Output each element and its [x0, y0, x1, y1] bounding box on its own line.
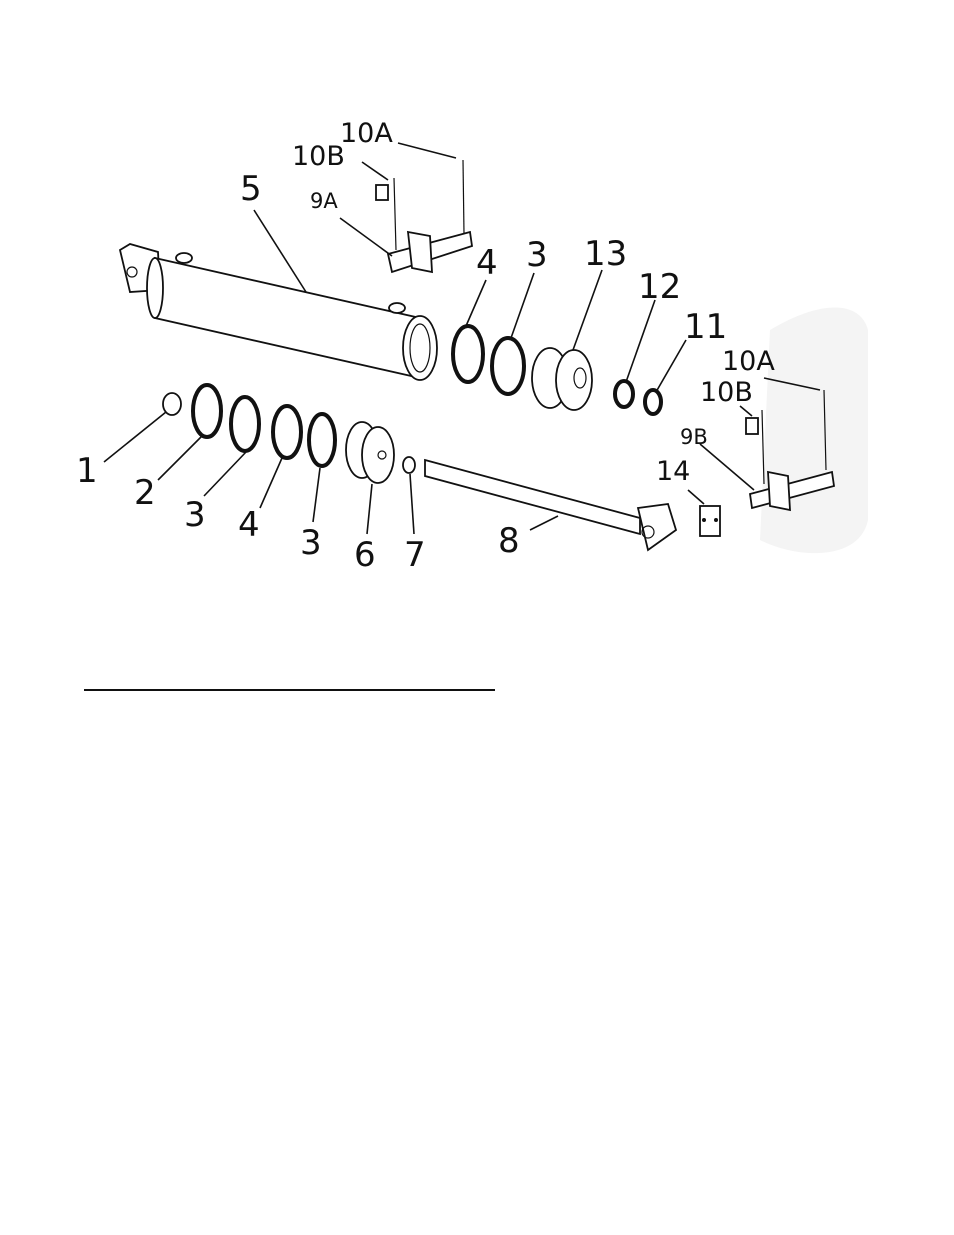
label-13: 13 [584, 234, 627, 274]
nut-part-7 [403, 457, 415, 473]
ring-part-3-lower-a [231, 397, 259, 451]
ring-part-4-upper [453, 326, 483, 382]
gland-part-13 [532, 348, 592, 410]
label-12: 12 [638, 267, 681, 307]
label-4-upper: 4 [476, 243, 498, 283]
label-10b-right: 10B [700, 377, 753, 408]
ring-part-4-lower [273, 406, 301, 458]
ring-part-3-lower-b [309, 414, 335, 466]
label-11: 11 [684, 307, 727, 347]
label-5: 5 [240, 169, 262, 209]
seal-part-11 [645, 390, 661, 414]
label-2: 2 [134, 473, 156, 513]
ring-part-2 [193, 385, 221, 437]
seal-part-12 [615, 381, 633, 407]
label-9b: 9B [680, 425, 708, 449]
label-1: 1 [76, 451, 98, 491]
ring-part-3-upper [492, 338, 524, 394]
label-9a: 9A [310, 189, 338, 213]
label-14: 14 [656, 456, 690, 487]
horizontal-rule [84, 689, 495, 691]
label-7: 7 [404, 535, 426, 575]
label-3-upper: 3 [526, 235, 548, 275]
label-10b-top: 10B [292, 141, 345, 172]
rod-part-8 [425, 460, 676, 550]
label-3-lower-a: 3 [184, 495, 206, 535]
background-watermark [760, 308, 868, 554]
label-3-lower-b: 3 [300, 523, 322, 563]
label-4-lower: 4 [238, 505, 260, 545]
label-10a-top: 10A [340, 118, 393, 149]
exploded-parts-diagram: 5 10A 10B 9A 4 3 13 12 11 10A 10B 9B 14 … [0, 0, 954, 620]
label-6: 6 [354, 535, 376, 575]
piston-part-6 [346, 422, 394, 483]
label-10a-right: 10A [722, 346, 775, 377]
label-8: 8 [498, 521, 520, 561]
